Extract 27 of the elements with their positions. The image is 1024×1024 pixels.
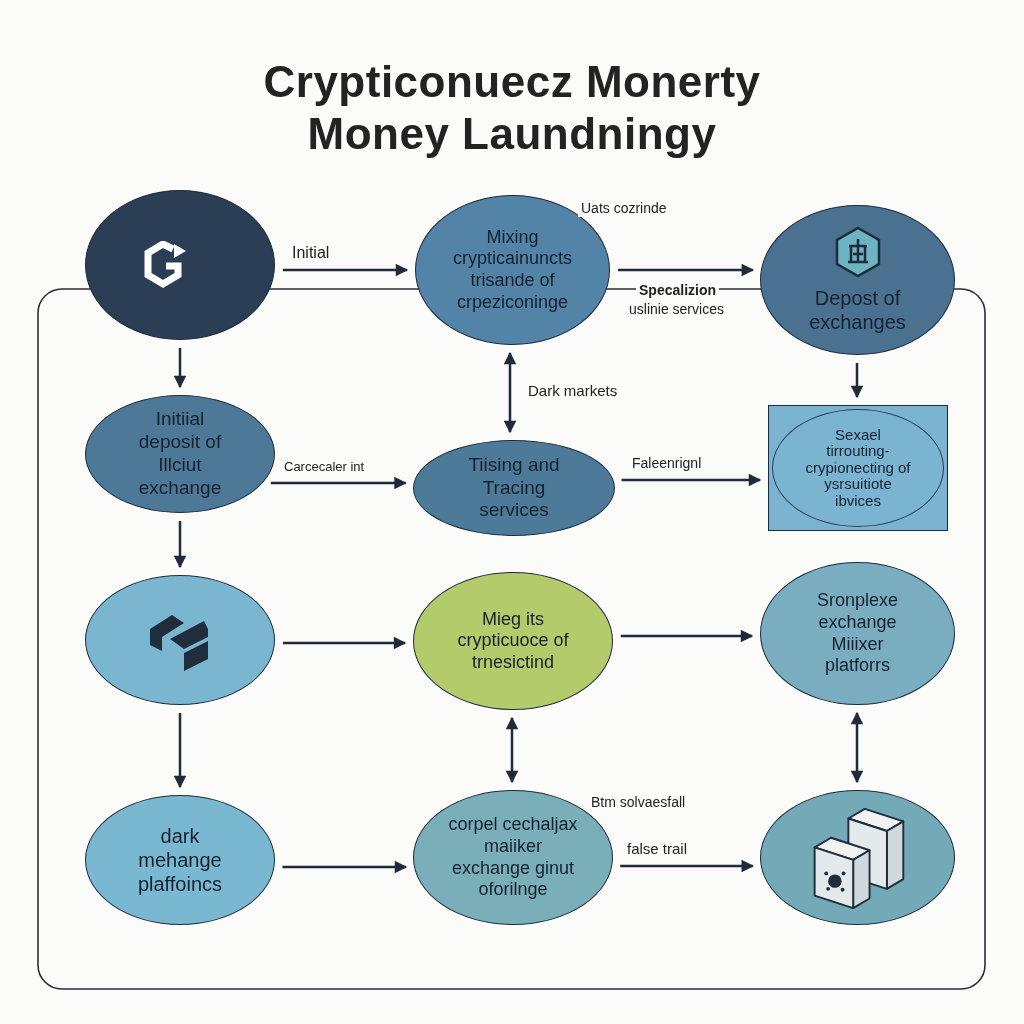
diagram-title: Crypticonuecz Monerty Money Laundningy <box>262 56 762 160</box>
arrow <box>282 636 407 650</box>
node-text: Initiial deposit of Illciut exchange <box>137 408 223 500</box>
arrow <box>620 629 754 643</box>
arrow <box>621 473 762 487</box>
note-text: Specalizion <box>636 282 720 299</box>
arrow <box>618 263 755 277</box>
node-text: Sexael tirrouting- crypionecting of ysrsuitiote ibvices <box>804 426 912 510</box>
node-text: dark mehange plaffoincs <box>136 824 224 896</box>
double-arrow <box>850 711 864 784</box>
arrow <box>620 859 755 873</box>
arrow <box>173 713 187 789</box>
node-text: Tiising and Tracing services <box>467 453 561 523</box>
double-arrow <box>503 351 517 434</box>
node-text: corpel cechaljax maiiker exchange ginut oforilnge <box>447 814 579 901</box>
node-text: Mixing crypticainuncts trisande of crpeziconinge <box>451 226 574 314</box>
node-text: Sronplexe exchange Miiixer platforrs <box>815 590 900 677</box>
node-text: Depost of exchanges <box>808 286 907 334</box>
arrow <box>282 263 409 277</box>
double-arrow <box>505 716 519 784</box>
node-text: Mieg its crypticuoce of trnesictind <box>456 608 570 674</box>
edge-label: Faleenrignl <box>630 455 704 472</box>
arrow <box>173 521 187 569</box>
arrow <box>270 476 407 490</box>
arrow <box>282 860 408 874</box>
arrow <box>173 348 187 389</box>
arrow <box>850 363 864 399</box>
